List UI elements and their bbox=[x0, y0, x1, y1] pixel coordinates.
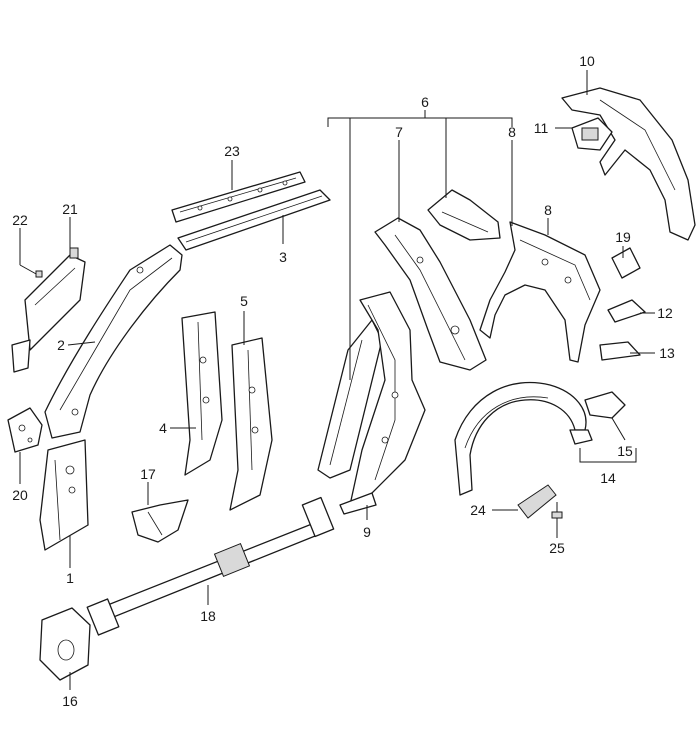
callout-8a: 8 bbox=[508, 124, 516, 140]
callout-15: 15 bbox=[617, 443, 633, 459]
callout-5: 5 bbox=[240, 293, 248, 309]
leader-lines bbox=[19, 70, 655, 690]
part-24-block bbox=[517, 484, 557, 519]
callout-24: 24 bbox=[470, 502, 486, 518]
part-14-hook bbox=[569, 429, 593, 445]
callout-3: 3 bbox=[279, 249, 287, 265]
callout-12: 12 bbox=[657, 305, 673, 321]
callout-4: 4 bbox=[159, 420, 167, 436]
part-5-b-pillar-outer bbox=[229, 337, 273, 511]
part-17-bracket bbox=[131, 499, 189, 543]
part-14-wheel-liner bbox=[454, 381, 587, 496]
part-6-bracket bbox=[427, 189, 501, 241]
part-9-sill-end bbox=[339, 492, 377, 515]
callout-16: 16 bbox=[62, 693, 78, 709]
part-23-roof-strip bbox=[171, 171, 306, 223]
part-9-c-pillar bbox=[349, 291, 426, 506]
part-7-inner-panel bbox=[374, 217, 487, 371]
callout-20: 20 bbox=[12, 487, 28, 503]
part-22-tab bbox=[11, 339, 31, 373]
callout-21: 21 bbox=[62, 201, 78, 217]
part-13-bracket bbox=[599, 341, 641, 361]
callout-7: 7 bbox=[395, 124, 403, 140]
callout-11: 11 bbox=[534, 120, 549, 136]
callout-10: 10 bbox=[579, 53, 595, 69]
callout-18: 18 bbox=[200, 608, 216, 624]
callout-22: 22 bbox=[12, 212, 28, 228]
part-3-roof-rail bbox=[177, 189, 331, 251]
part-25-screw bbox=[551, 502, 563, 522]
callout-19: 19 bbox=[615, 229, 631, 245]
part-8-quarter-panel bbox=[479, 221, 601, 363]
callout-13: 13 bbox=[659, 345, 675, 361]
part-15-bracket bbox=[584, 391, 626, 419]
callout-14: 14 bbox=[600, 470, 616, 486]
part-1-lower-pillar bbox=[39, 439, 89, 551]
part-16-bracket bbox=[39, 607, 91, 681]
callout-1: 1 bbox=[66, 570, 74, 586]
callout-2: 2 bbox=[57, 337, 65, 353]
callout-6: 6 bbox=[421, 94, 429, 110]
part-20-bracket bbox=[7, 407, 43, 453]
part-12-bracket bbox=[607, 299, 646, 323]
part-21-bracket bbox=[24, 247, 86, 351]
callout-8b: 8 bbox=[544, 202, 552, 218]
part-19-bracket bbox=[611, 247, 641, 279]
part-2-a-pillar bbox=[44, 244, 183, 439]
callout-17: 17 bbox=[140, 466, 156, 482]
part-18-sill-rail bbox=[86, 496, 335, 636]
part-10-rear-section bbox=[561, 87, 696, 241]
callout-9: 9 bbox=[363, 524, 371, 540]
part-22-screw bbox=[19, 264, 43, 278]
part-4-b-pillar bbox=[181, 311, 223, 476]
callout-23: 23 bbox=[224, 143, 240, 159]
callout-25: 25 bbox=[549, 540, 565, 556]
part-11-bracket bbox=[571, 117, 613, 151]
